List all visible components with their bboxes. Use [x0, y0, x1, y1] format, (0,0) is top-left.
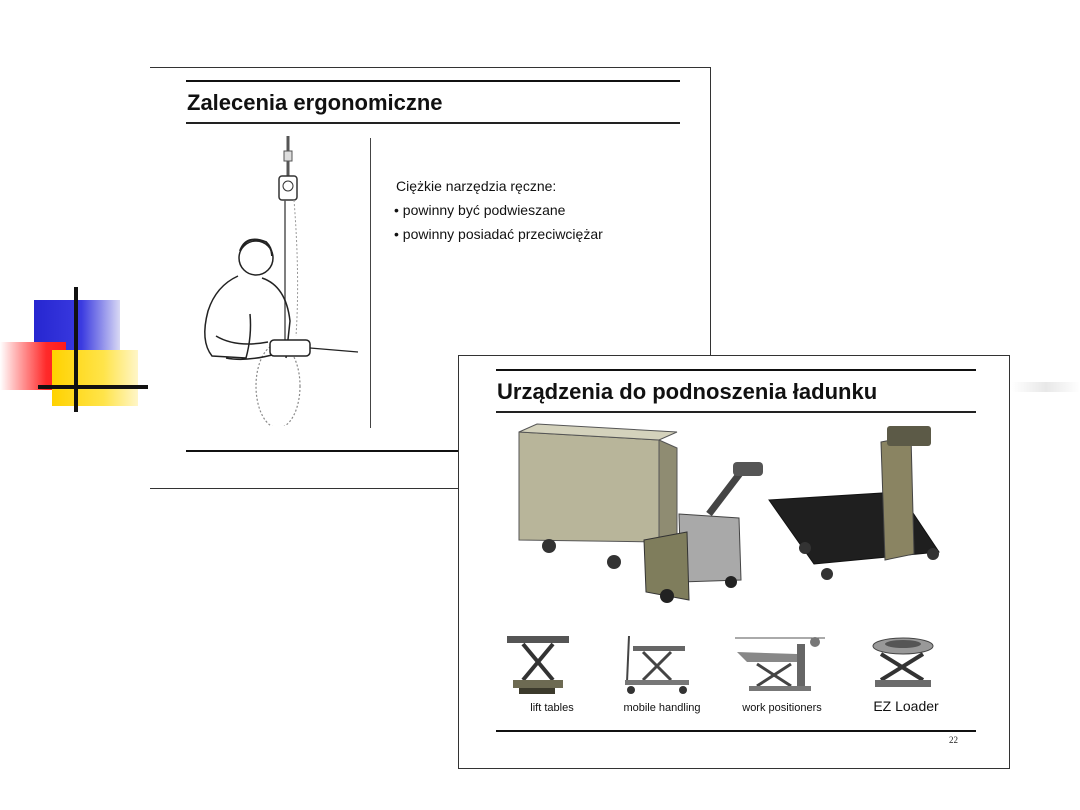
bottom-rule [496, 730, 976, 732]
ez-loader-icon [872, 637, 934, 687]
gray-streak-decoration [1012, 382, 1080, 392]
lift-tables-item: lift tables [497, 634, 607, 714]
top-rule [496, 369, 976, 371]
work-positioner-icon [735, 637, 825, 691]
horizontal-line-decoration [38, 385, 148, 389]
mobile-handling-label: mobile handling [623, 702, 701, 714]
yellow-square-decoration [52, 350, 138, 406]
vertical-line-decoration [74, 287, 78, 412]
ez-loader-label: EZ Loader [873, 698, 939, 714]
vertical-separator [370, 138, 371, 428]
lift-table-icon [507, 636, 569, 694]
ez-loader-item: EZ Loader [851, 634, 961, 714]
page-number: 22 [949, 735, 958, 745]
bullet-suspended: • powinny być podwieszane [394, 202, 566, 218]
slide-title: Zalecenia ergonomiczne [187, 90, 443, 115]
top-rule [186, 80, 680, 82]
title-rule [496, 411, 976, 413]
work-positioners-label: work positioners [742, 702, 822, 714]
mobile-handling-item: mobile handling [607, 634, 717, 714]
mobile-lift-icon [625, 635, 689, 694]
bullet-counterweight: • powinny posiadać przeciwciężar [394, 226, 603, 242]
slide-load-lifting-devices: Urządzenia do podnoszenia ładunku lift t… [458, 355, 1010, 769]
bottom-rule [186, 450, 680, 452]
lift-tables-label: lift tables [530, 702, 574, 714]
worker-with-suspended-tool-illustration [204, 136, 359, 426]
tools-heading: Ciężkie narzędzia ręczne: [396, 178, 557, 194]
title-rule [186, 122, 680, 124]
work-positioners-item: work positioners [727, 634, 837, 714]
slide-title: Urządzenia do podnoszenia ładunku [497, 379, 878, 404]
lifting-equipment-photos [518, 423, 940, 603]
